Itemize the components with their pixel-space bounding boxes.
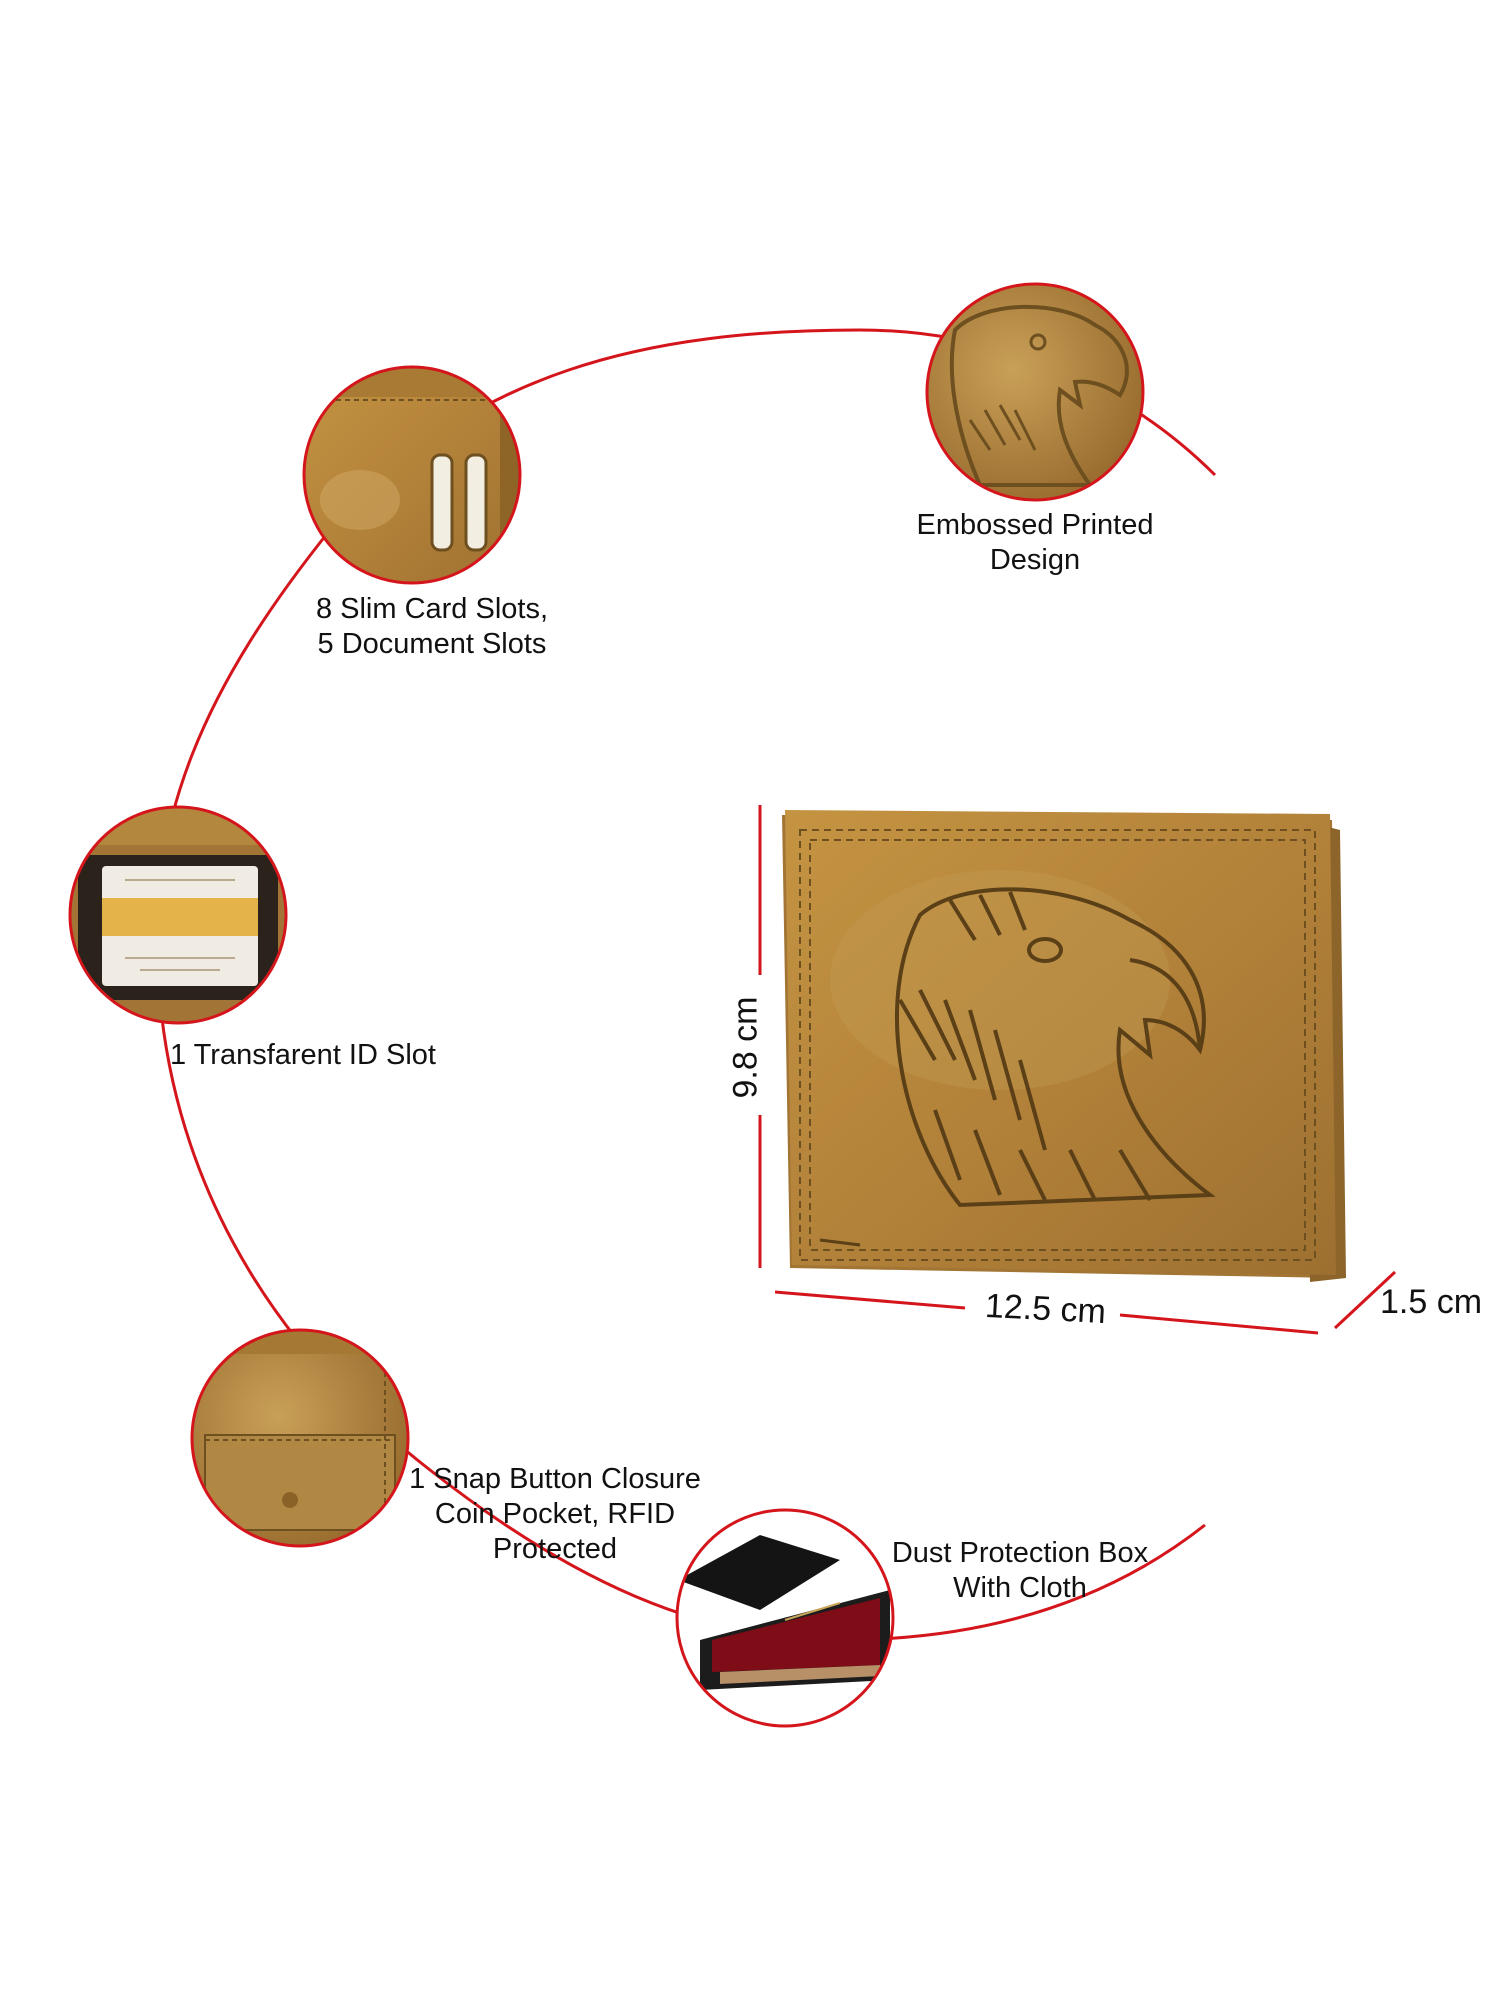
dimension-lines <box>758 805 1397 1335</box>
feature-label-line: With Cloth <box>953 1572 1087 1604</box>
eagle-head-emboss <box>895 887 1216 1208</box>
feature-label-box: Dust Protection Box With Cloth <box>870 1536 1170 1606</box>
feature-label-line: 1 Transfarent ID Slot <box>170 1039 436 1071</box>
width-dimension-label: 12.5 cm <box>984 1286 1107 1332</box>
feature-label-coin-pocket: 1 Snap Button Closure Coin Pocket, RFID … <box>395 1462 715 1567</box>
feature-label-line: 5 Document Slots <box>317 628 547 660</box>
height-dimension-label: 9.8 cm <box>726 996 765 1099</box>
feature-label-line: 1 Snap Button Closure <box>409 1463 701 1495</box>
eagle-emboss-icon <box>925 282 1145 502</box>
feature-label-card-slots: 8 Slim Card Slots, 5 Document Slots <box>282 592 582 662</box>
feature-label-line: Dust Protection Box <box>891 1537 1149 1569</box>
depth-dimension-label: 1.5 cm <box>1380 1283 1483 1321</box>
feature-label-line: Design <box>989 544 1081 576</box>
coin-pocket-icon <box>190 1328 410 1548</box>
feature-label-line: 8 Slim Card Slots, <box>315 593 549 625</box>
feature-label-line: Embossed Printed <box>916 509 1154 541</box>
wallet-image <box>782 810 1346 1282</box>
card-slots-icon <box>302 365 522 585</box>
gift-box-icon <box>675 1508 895 1728</box>
feature-label-line: Coin Pocket, RFID <box>434 1498 676 1530</box>
feature-label-line: Protected <box>492 1533 618 1565</box>
feature-label-id-slot: 1 Transfarent ID Slot <box>170 1038 490 1073</box>
feature-label-embossed: Embossed Printed Design <box>885 508 1185 578</box>
id-window-icon <box>68 805 288 1025</box>
